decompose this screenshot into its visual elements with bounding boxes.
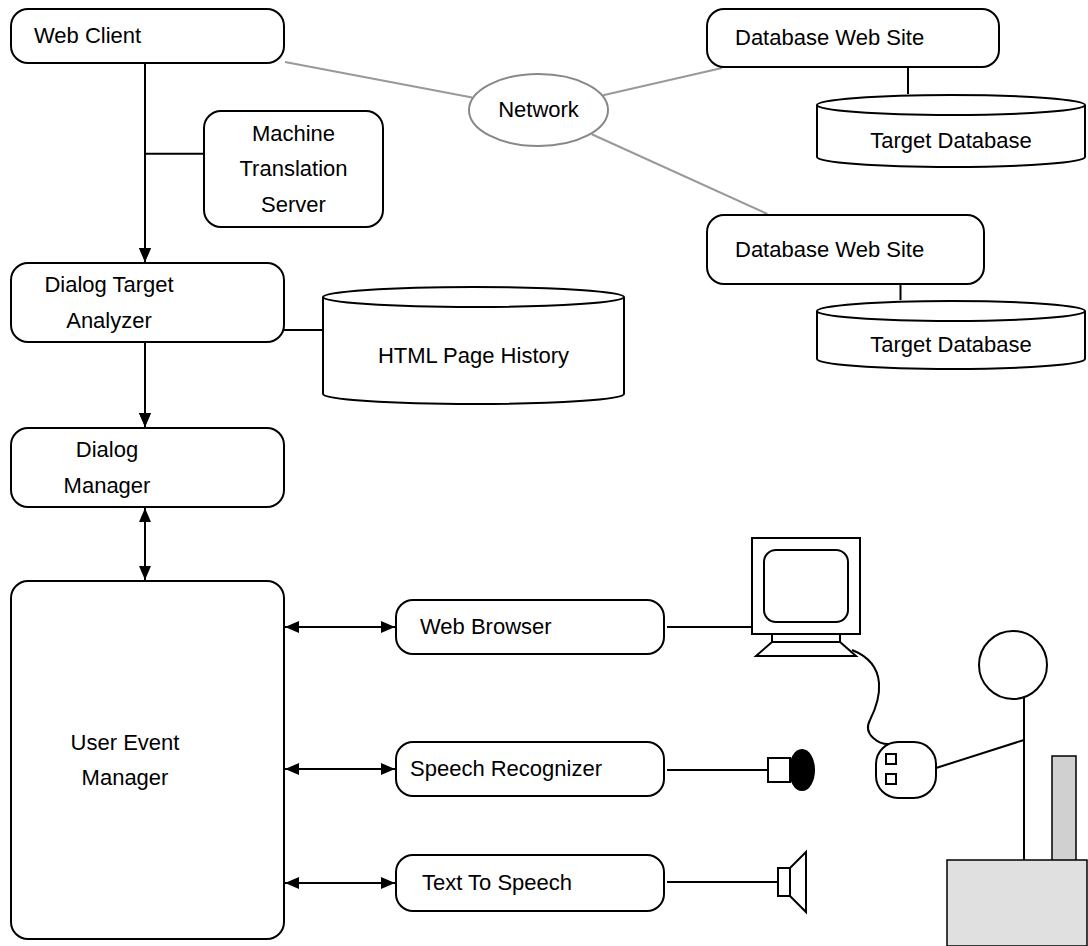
network-link xyxy=(900,285,902,300)
person-body xyxy=(1023,698,1025,860)
speaker-cone xyxy=(790,852,806,912)
seat xyxy=(947,860,1087,946)
node-label: User Event Manager xyxy=(40,725,210,795)
data-flow-arrow xyxy=(145,154,203,262)
node-label: Dialog Manager xyxy=(52,432,162,502)
database-cylinder: Target Database xyxy=(816,94,1086,168)
node-label: Database Web Site xyxy=(735,20,924,55)
node-label: Speech Recognizer xyxy=(410,751,602,786)
node-label: Target Database xyxy=(870,327,1031,362)
node-label: Machine Translation Server xyxy=(224,116,364,222)
node-label: Target Database xyxy=(870,123,1031,158)
speaker-body xyxy=(778,868,790,896)
monitor-screen xyxy=(764,550,848,622)
data-flow-arrow xyxy=(144,508,146,580)
data-flow-arrow xyxy=(145,330,322,427)
web-site-box: Database Web Site xyxy=(706,8,1000,68)
browser-wire xyxy=(667,626,752,628)
monitor-neck xyxy=(772,634,840,642)
node-label: Dialog Target Analyzer xyxy=(24,267,194,337)
mouse xyxy=(876,742,936,798)
mouse-cable xyxy=(852,650,890,744)
node-label: Database Web Site xyxy=(735,232,924,267)
speaker-wire xyxy=(667,881,778,883)
manager-box: User Event Manager xyxy=(10,580,285,940)
chair-back xyxy=(1052,756,1076,866)
data-flow-arrow xyxy=(285,626,395,628)
component-box: Speech Recognizer xyxy=(395,741,665,797)
database-cylinder: Target Database xyxy=(816,300,1086,370)
person-arm xyxy=(936,740,1024,768)
person-head xyxy=(979,631,1047,699)
mic-handle xyxy=(768,758,790,782)
history-cylinder: HTML Page History xyxy=(322,286,625,405)
node-label: Web Client xyxy=(34,18,141,53)
node-label: Network xyxy=(498,92,579,127)
web-site-box: Database Web Site xyxy=(706,214,985,285)
node-label: HTML Page History xyxy=(378,338,569,373)
data-flow-arrow xyxy=(285,768,395,770)
server-box: Machine Translation Server xyxy=(203,110,384,228)
node-label: Web Browser xyxy=(420,609,552,644)
monitor xyxy=(752,538,860,634)
mouse-button xyxy=(886,754,896,764)
network-link xyxy=(907,68,909,94)
monitor-base xyxy=(756,642,856,656)
component-box: Dialog Target Analyzer xyxy=(10,262,285,343)
network-ellipse: Network xyxy=(468,73,609,147)
node-label: Text To Speech xyxy=(422,865,572,900)
data-flow-arrow xyxy=(285,882,395,884)
mouse-button xyxy=(886,774,896,784)
network-link xyxy=(592,134,768,214)
mic-head xyxy=(790,750,814,790)
component-box: Dialog Manager xyxy=(10,427,285,508)
component-box: Web Client xyxy=(10,8,285,64)
network-link xyxy=(285,62,472,97)
component-box: Web Browser xyxy=(395,599,665,655)
component-box: Text To Speech xyxy=(395,854,665,912)
network-link xyxy=(603,68,722,95)
mic-wire xyxy=(667,769,768,771)
